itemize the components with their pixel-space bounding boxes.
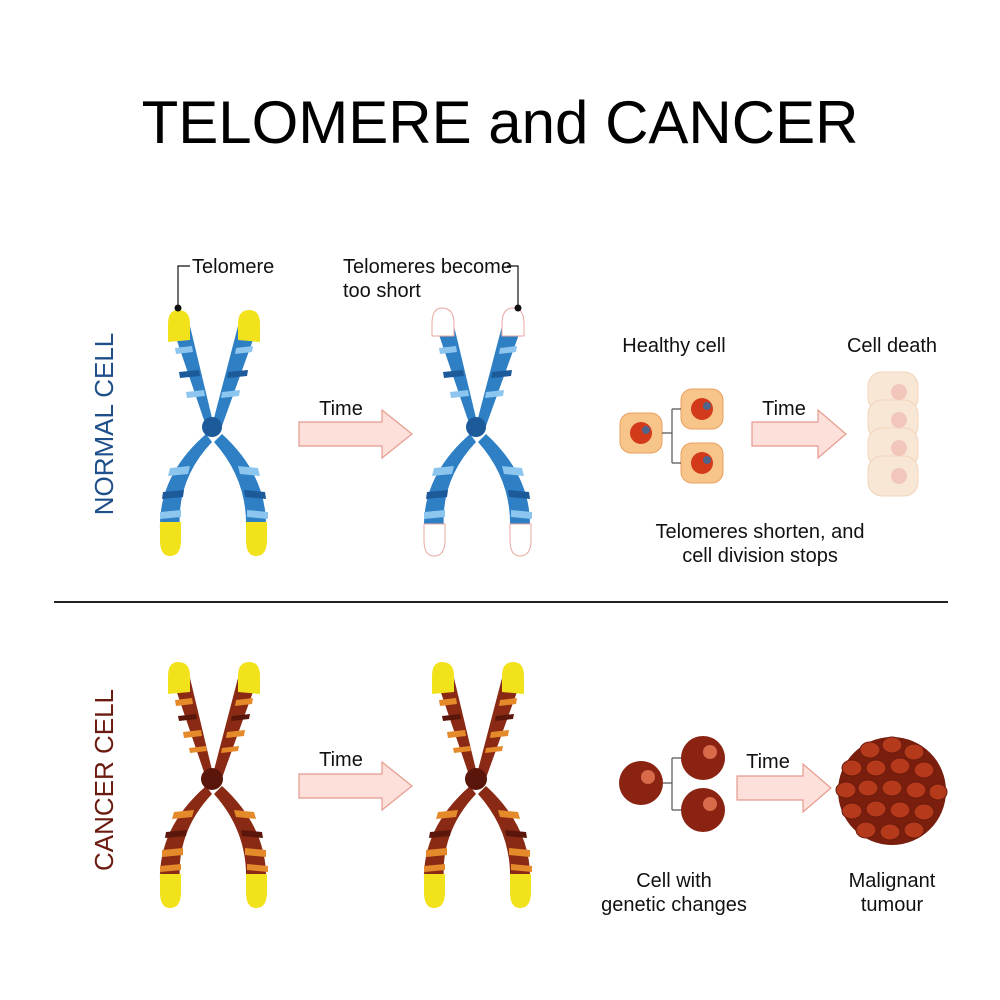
normal-chromosome-short-telomeres [423,307,532,557]
normal-cell-side-label: NORMAL CELL [89,333,119,516]
time-arrow [298,408,413,460]
cancer-chromosome [159,662,268,908]
cell-death-label: Cell death [847,335,937,357]
telomere-cap [160,522,181,556]
telomere-cap [168,310,190,342]
time-arrow [751,408,847,460]
cancer-cells [619,736,725,832]
normal-chromosome-long-telomeres [159,310,268,556]
dying-cells [867,371,919,497]
tumour-label-line2: tumour [861,894,924,916]
time-label: Time [746,751,790,773]
healthy-cells [619,388,724,484]
time-arrow [736,762,832,814]
time-arrow [298,760,413,812]
malignant-tumour [835,736,948,845]
short-telomere-label-line1: Telomeres become [343,256,512,278]
time-label: Time [319,398,363,420]
healthy-cell-label: Healthy cell [622,335,725,357]
tumour-label-line1: Malignant [849,870,936,892]
centromere [202,417,222,437]
cancer-cell-side-label: CANCER CELL [89,689,119,871]
cancer-chromosome-maintained [423,662,532,908]
telomere-cap [246,522,267,556]
telomere-label: Telomere [192,256,274,278]
short-telomere-label-line2: too short [343,280,421,302]
normal-caption-line1: Telomeres shorten, and [655,521,864,543]
normal-caption-line2: cell division stops [682,545,838,567]
page-title: TELOMERE and CANCER [142,89,859,156]
genetic-changes-label-line2: genetic changes [601,894,747,916]
genetic-changes-label-line1: Cell with [636,870,712,892]
telomere-cap [238,310,260,342]
time-label: Time [319,749,363,771]
time-label: Time [762,398,806,420]
